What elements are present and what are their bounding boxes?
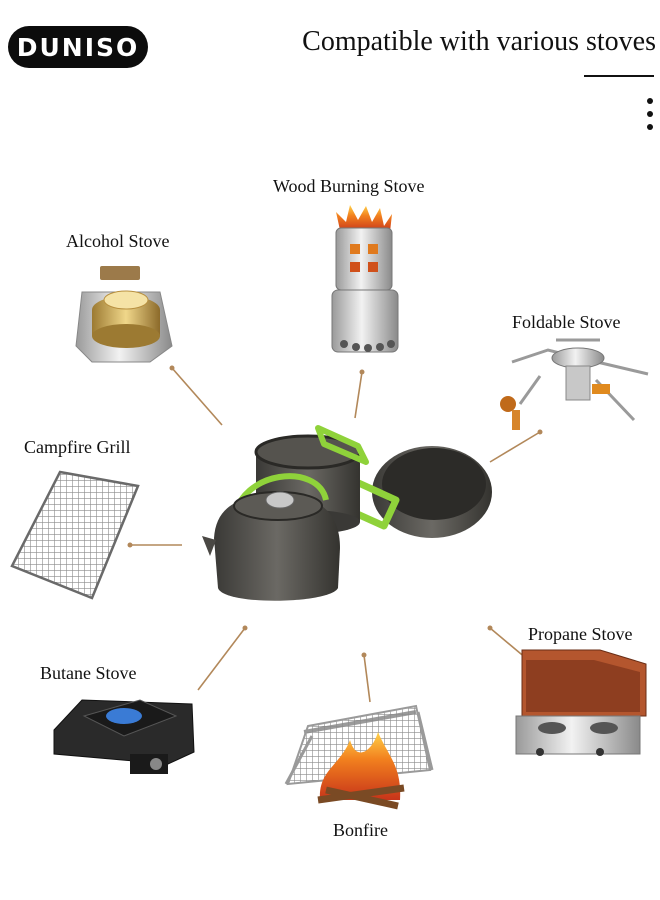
more-vertical-icon[interactable] (640, 98, 660, 134)
foldable-stove-label: Foldable Stove (512, 312, 621, 332)
wood-burning-stove-image (331, 205, 399, 353)
alcohol-stove-image (75, 266, 173, 363)
propane-stove-image (515, 649, 647, 756)
connector-lines (130, 367, 541, 703)
butane-stove-image (53, 699, 195, 774)
title-underline (584, 75, 654, 77)
campfire-grill-label: Campfire Grill (24, 437, 131, 457)
brand-logo-text: DUNISO (16, 32, 140, 62)
propane-stove-label: Propane Stove (528, 624, 633, 644)
wood-burning-stove-label: Wood Burning Stove (273, 176, 425, 196)
butane-stove-label: Butane Stove (40, 663, 137, 683)
cookware-set-image (202, 425, 492, 601)
bonfire-image (284, 704, 434, 810)
page-title: Compatible with various stoves (302, 26, 656, 57)
brand-logo: DUNISO (8, 26, 148, 68)
alcohol-stove-label: Alcohol Stove (66, 231, 170, 251)
campfire-grill-image (10, 470, 140, 600)
bonfire-label: Bonfire (333, 820, 388, 840)
